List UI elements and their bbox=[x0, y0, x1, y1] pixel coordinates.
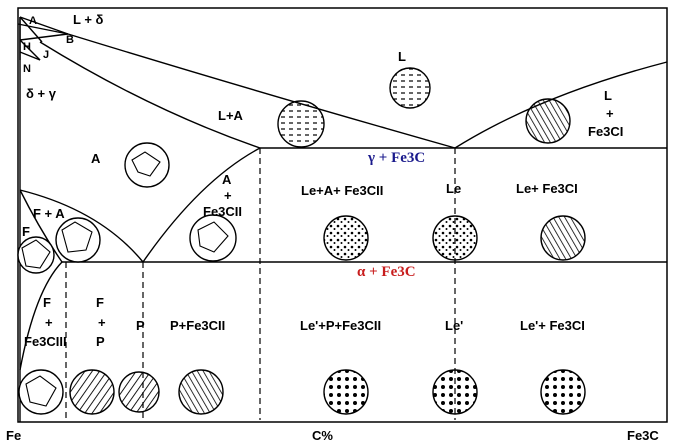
region-a-fe3cii-2: + bbox=[224, 188, 232, 203]
peritectic-line bbox=[19, 33, 69, 41]
region-le-a-fe3cii: Le+A+ Fe3CII bbox=[301, 183, 383, 198]
micro-f-fe3ciii bbox=[18, 369, 64, 415]
micro-f-p bbox=[69, 369, 115, 415]
gp-line bbox=[19, 189, 63, 263]
micro-led bbox=[432, 369, 478, 415]
region-l-fe3ci-2: + bbox=[606, 106, 614, 121]
region-led-fe3ci: Le'+ Fe3CI bbox=[520, 318, 585, 333]
micro-l-fe3ci bbox=[525, 98, 571, 144]
region-f-fe3ciii-3: Fe3CIII bbox=[24, 334, 67, 349]
region-f-p-1: F bbox=[96, 295, 104, 310]
micro-l bbox=[389, 67, 431, 109]
point-h: H bbox=[23, 41, 31, 53]
region-delta-gamma: δ + γ bbox=[26, 86, 57, 101]
phase-lines bbox=[17, 16, 668, 422]
region-f-a: F + A bbox=[33, 206, 65, 221]
region-l-fe3ci-3: Fe3CI bbox=[588, 124, 623, 139]
region-led-p-fe3cii: Le'+P+Fe3CII bbox=[300, 318, 381, 333]
plot-frame bbox=[17, 7, 668, 423]
microstructure-circles bbox=[17, 67, 586, 415]
micro-p bbox=[118, 371, 160, 413]
es-line bbox=[142, 147, 261, 263]
point-j: J bbox=[43, 49, 49, 61]
region-f-fe3ciii-1: F bbox=[43, 295, 51, 310]
region-a-fe3cii-1: A bbox=[222, 172, 232, 187]
region-le-fe3ci: Le+ Fe3CI bbox=[516, 181, 578, 196]
axis-c-percent-label: C% bbox=[312, 428, 333, 443]
region-f-p-2: + bbox=[98, 315, 106, 330]
solidus-line bbox=[39, 41, 261, 149]
point-a: A bbox=[29, 15, 37, 27]
axis-fe-label: Fe bbox=[6, 428, 21, 443]
region-l-delta: L + δ bbox=[73, 12, 104, 27]
region-l-fe3ci-1: L bbox=[604, 88, 612, 103]
micro-l-a bbox=[277, 100, 325, 148]
region-f-fe3ciii-2: + bbox=[45, 315, 53, 330]
delta-gamma-boundary-2 bbox=[19, 51, 41, 61]
micro-led-fe3ci bbox=[540, 369, 586, 415]
alpha-fe3c-label: α + Fe3C bbox=[357, 264, 416, 280]
region-f: F bbox=[22, 224, 30, 239]
gs-line bbox=[19, 189, 144, 263]
region-le: Le bbox=[446, 181, 461, 196]
micro-le-a-fe3cii bbox=[323, 215, 369, 261]
region-led: Le' bbox=[445, 318, 463, 333]
region-a-fe3cii-3: Fe3CII bbox=[203, 204, 242, 219]
axis-fe3c-label: Fe3C bbox=[627, 428, 659, 443]
gamma-fe3c-label: γ + Fe3C bbox=[367, 150, 425, 166]
liquidus-line bbox=[19, 16, 668, 149]
delta-gamma-boundary bbox=[19, 39, 41, 61]
micro-a-fe3cii bbox=[189, 214, 237, 262]
micro-le-fe3ci bbox=[540, 215, 586, 261]
micro-f-a bbox=[55, 217, 101, 263]
micro-p-fe3cii bbox=[178, 369, 224, 415]
delta-boundary-1 bbox=[19, 16, 43, 43]
point-b: B bbox=[66, 34, 74, 46]
micro-le bbox=[432, 215, 478, 261]
region-a: A bbox=[91, 151, 101, 166]
region-p: P bbox=[136, 318, 145, 333]
ab-line bbox=[17, 23, 69, 35]
region-p-fe3cii: P+Fe3CII bbox=[170, 318, 225, 333]
region-f-p-3: P bbox=[96, 334, 105, 349]
grain-details bbox=[21, 151, 229, 407]
point-n: N bbox=[23, 63, 31, 75]
solvus-line bbox=[19, 261, 63, 371]
micro-a bbox=[124, 142, 170, 188]
region-l: L bbox=[398, 49, 406, 64]
micro-led-p-fe3cii bbox=[323, 369, 369, 415]
micro-f bbox=[17, 236, 55, 274]
region-l-a: L+A bbox=[218, 108, 244, 123]
